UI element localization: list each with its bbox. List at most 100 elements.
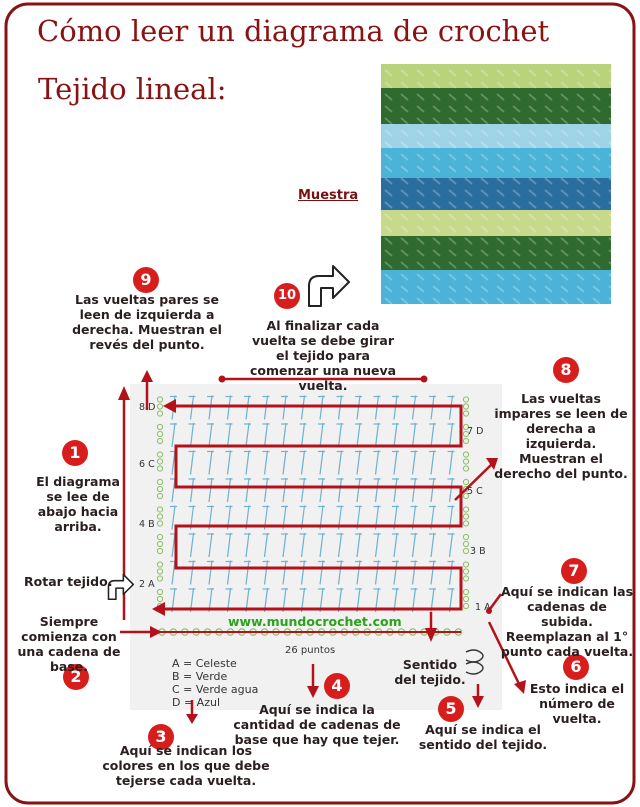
yarn-texture bbox=[432, 129, 441, 137]
yarn-texture bbox=[560, 237, 569, 245]
stitch-mark bbox=[245, 477, 250, 503]
yarn-texture bbox=[608, 285, 611, 290]
yarn-texture bbox=[560, 273, 569, 281]
stitch-mark bbox=[319, 477, 324, 503]
chain-dot bbox=[462, 458, 470, 465]
chain-dot bbox=[156, 492, 164, 500]
stitch-mark bbox=[300, 560, 306, 585]
yarn-texture bbox=[496, 285, 505, 293]
yarn-texture bbox=[560, 69, 569, 77]
yarn-texture bbox=[560, 141, 569, 149]
reading-path-arrowhead bbox=[163, 399, 176, 413]
yarn-texture bbox=[464, 177, 473, 185]
yarn-texture bbox=[560, 189, 569, 197]
yarn-texture bbox=[592, 165, 601, 173]
yarn-texture bbox=[432, 273, 441, 281]
stitch-mark bbox=[319, 450, 324, 475]
yarn-texture bbox=[528, 93, 537, 101]
stitch-mark bbox=[411, 477, 417, 503]
stitch-mark bbox=[226, 560, 232, 585]
yarn-texture bbox=[592, 273, 601, 281]
yarn-texture bbox=[576, 273, 585, 281]
yarn-texture bbox=[528, 297, 537, 304]
arrow-note5-head bbox=[472, 696, 484, 708]
stitch-mark bbox=[374, 560, 380, 585]
row-label-1: 1 A bbox=[475, 602, 491, 613]
yarn-texture bbox=[464, 81, 473, 89]
yarn-texture bbox=[544, 201, 553, 209]
yarn-texture bbox=[496, 273, 505, 281]
stitch-mark bbox=[448, 532, 454, 558]
yarn-texture bbox=[480, 141, 489, 149]
yarn-texture bbox=[560, 153, 569, 161]
stitch-mark bbox=[189, 450, 195, 475]
yarn-texture bbox=[544, 297, 553, 304]
yarn-texture bbox=[464, 273, 473, 281]
yarn-texture bbox=[432, 141, 441, 149]
yarn-texture bbox=[432, 69, 441, 77]
yarn-texture bbox=[432, 153, 441, 161]
yarn-texture bbox=[464, 165, 473, 173]
stitch-mark bbox=[337, 422, 343, 448]
yarn-texture bbox=[528, 129, 537, 137]
stitch-mark bbox=[356, 560, 361, 585]
yarn-texture bbox=[528, 249, 537, 257]
yarn-texture bbox=[560, 105, 569, 113]
stitch-mark bbox=[393, 477, 398, 503]
muestra-label: Muestra bbox=[298, 188, 359, 203]
arrow-note2-head bbox=[150, 626, 162, 638]
stitch-mark bbox=[356, 477, 361, 503]
yarn-texture bbox=[528, 285, 537, 293]
stitch-mark bbox=[430, 450, 435, 475]
yarn-texture bbox=[432, 177, 441, 185]
yarn-texture bbox=[576, 189, 585, 197]
yarn-texture bbox=[384, 237, 393, 245]
yarn-texture bbox=[480, 81, 489, 89]
yarn-texture bbox=[496, 249, 505, 257]
yarn-texture bbox=[512, 273, 521, 281]
stitch-mark bbox=[411, 422, 417, 448]
chain-dot bbox=[462, 588, 470, 596]
squiggle-icon bbox=[465, 649, 484, 675]
yarn-texture bbox=[512, 153, 521, 161]
yarn-texture bbox=[496, 81, 505, 89]
yarn-texture bbox=[512, 297, 521, 304]
yarn-texture bbox=[512, 201, 521, 209]
yarn-texture bbox=[544, 141, 553, 149]
yarn-texture bbox=[464, 69, 473, 77]
legend-item: C = Verde agua bbox=[172, 683, 259, 696]
yarn-texture bbox=[400, 117, 409, 125]
chain-dot bbox=[462, 465, 470, 472]
chain-dot bbox=[462, 451, 470, 458]
arrow-note8-head bbox=[486, 458, 498, 470]
yarn-texture bbox=[480, 105, 489, 113]
yarn-texture bbox=[400, 297, 409, 304]
yarn-texture bbox=[400, 249, 409, 257]
yarn-texture bbox=[480, 273, 489, 281]
yarn-texture bbox=[400, 81, 409, 89]
stitch-mark bbox=[448, 560, 454, 585]
chain-dot bbox=[462, 478, 470, 486]
yarn-texture bbox=[432, 165, 441, 173]
yarn-texture bbox=[592, 105, 601, 113]
yarn-texture bbox=[464, 201, 473, 209]
yarn-texture bbox=[464, 117, 473, 125]
chain-dot bbox=[156, 410, 164, 417]
yarn-texture bbox=[400, 201, 409, 209]
chain-dot bbox=[156, 540, 164, 548]
chain-dot bbox=[156, 506, 164, 513]
yarn-texture bbox=[432, 105, 441, 113]
yarn-texture bbox=[432, 81, 441, 89]
yarn-texture bbox=[592, 249, 601, 257]
arrow-note3-head bbox=[186, 714, 198, 724]
yarn-texture bbox=[544, 285, 553, 293]
chain-dot bbox=[462, 575, 470, 582]
stitch-mark bbox=[208, 422, 213, 448]
row-label-5: 5 C bbox=[467, 486, 483, 497]
yarn-texture bbox=[448, 297, 457, 304]
yarn-texture bbox=[480, 201, 489, 209]
yarn-texture bbox=[400, 129, 409, 137]
yarn-texture bbox=[464, 237, 473, 245]
yarn-texture bbox=[448, 93, 457, 101]
